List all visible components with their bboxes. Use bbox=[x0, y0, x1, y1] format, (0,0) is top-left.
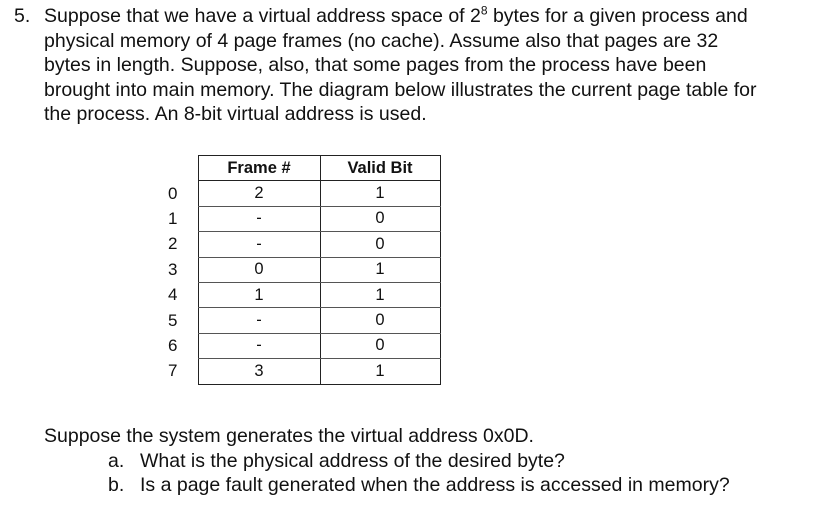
frame-cell: - bbox=[197, 307, 321, 334]
sub-question-text: Is a page fault generated when the addre… bbox=[140, 474, 730, 496]
page-table-header-row: Frame # Valid Bit bbox=[162, 154, 441, 182]
valid-bit-header: Valid Bit bbox=[319, 154, 441, 182]
table-row: 5 - 0 bbox=[162, 307, 441, 334]
valid-cell: 1 bbox=[319, 281, 441, 309]
valid-cell: 0 bbox=[319, 205, 441, 233]
frame-cell: - bbox=[197, 205, 321, 233]
valid-cell: 0 bbox=[319, 307, 441, 334]
question-line: the process. An 8-bit virtual address is… bbox=[44, 103, 427, 125]
table-row: 0 2 1 bbox=[162, 180, 441, 207]
valid-cell: 0 bbox=[319, 332, 441, 360]
page-index: 5 bbox=[168, 310, 178, 330]
question-row: 5. Suppose that we have a virtual addres… bbox=[14, 4, 826, 127]
frame-cell: 2 bbox=[197, 180, 321, 207]
page-index: 7 bbox=[168, 361, 178, 381]
frame-cell: - bbox=[197, 332, 321, 360]
question-line: Suppose that we have a virtual address s… bbox=[44, 4, 826, 29]
table-row: 6 - 0 bbox=[162, 332, 441, 360]
exponent: 8 bbox=[480, 3, 488, 18]
frame-cell: - bbox=[197, 231, 321, 258]
frame-cell: 3 bbox=[197, 358, 321, 385]
valid-cell: 1 bbox=[319, 256, 441, 283]
page-index: 4 bbox=[168, 285, 178, 305]
page-index: 6 bbox=[168, 335, 178, 355]
page-index: 3 bbox=[168, 259, 178, 279]
sub-question-text: What is the physical address of the desi… bbox=[140, 449, 565, 472]
valid-cell: 1 bbox=[319, 358, 441, 385]
question-line: bytes in length. Suppose, also, that som… bbox=[44, 54, 707, 76]
sub-question-a: a. What is the physical address of the d… bbox=[108, 449, 730, 474]
sub-question-b: b. Is a page fault generated when the ad… bbox=[108, 473, 730, 498]
page-index: 0 bbox=[168, 183, 178, 203]
followup-intro: Suppose the system generates the virtual… bbox=[44, 425, 534, 447]
table-row: 7 3 1 bbox=[162, 358, 441, 385]
header-corner bbox=[162, 156, 198, 181]
table-row: 1 - 0 bbox=[162, 205, 441, 233]
page-table: Frame # Valid Bit 0 2 1 1 - 0 2 - 0 3 bbox=[162, 154, 441, 385]
sub-question-marker: b. bbox=[108, 474, 125, 496]
followup-block: Suppose the system generates the virtual… bbox=[44, 424, 730, 498]
table-row: 2 - 0 bbox=[162, 231, 441, 258]
question-block: 5. Suppose that we have a virtual addres… bbox=[14, 4, 826, 127]
page-index: 2 bbox=[168, 234, 178, 254]
table-row: 4 1 1 bbox=[162, 281, 441, 309]
table-row: 3 0 1 bbox=[162, 256, 441, 283]
frame-header: Frame # bbox=[197, 154, 321, 182]
frame-cell: 0 bbox=[197, 256, 321, 283]
question-number: 5. bbox=[14, 5, 31, 27]
question-line: brought into main memory. The diagram be… bbox=[44, 78, 757, 101]
question-line-part: Suppose that we have a virtual address s… bbox=[44, 5, 481, 27]
valid-cell: 1 bbox=[319, 180, 441, 207]
question-line: physical memory of 4 page frames (no cac… bbox=[44, 29, 719, 52]
question-line-part: bytes for a given process and bbox=[487, 5, 748, 27]
sub-question-marker: a. bbox=[108, 449, 125, 472]
question-text: Suppose that we have a virtual address s… bbox=[44, 4, 826, 127]
frame-cell: 1 bbox=[197, 281, 321, 309]
page-index: 1 bbox=[168, 208, 178, 228]
page-table-container: Frame # Valid Bit 0 2 1 1 - 0 2 - 0 3 bbox=[162, 154, 441, 385]
valid-cell: 0 bbox=[319, 231, 441, 258]
